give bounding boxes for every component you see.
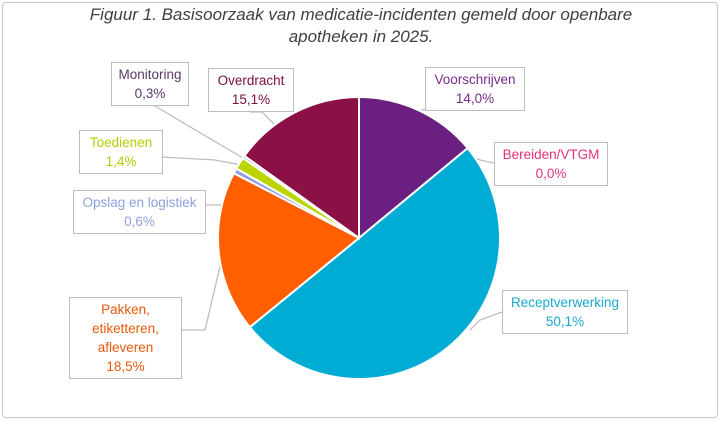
label-value: 0,3% [134, 86, 166, 101]
label-value: 1,4% [105, 154, 137, 169]
label-text: Overdracht [217, 73, 285, 88]
leader-line [161, 156, 242, 166]
label-text: Receptverwerking [510, 295, 620, 310]
leader-line [182, 257, 223, 331]
label-opslag: Opslag en logistiek 0,6% [73, 190, 206, 234]
label-pakken: Pakken, etiketteren, afleveren 18,5% [69, 297, 182, 379]
label-voorschrijven: Voorschrijven 14,0% [425, 67, 525, 111]
label-text: Pakken, etiketteren, [92, 302, 159, 336]
leader-line [469, 311, 503, 331]
chart-frame [2, 2, 718, 418]
label-text: Bereiden/VTGM [502, 147, 600, 162]
leader-line [149, 102, 244, 159]
label-bereiden: Bereiden/VTGM 0,0% [494, 142, 608, 186]
label-toedienen: Toedienen 1,4% [79, 130, 163, 174]
chart-title-line2: apotheken in 2025. [288, 27, 434, 46]
pie-slice-pakken [217, 171, 361, 329]
label-text: Monitoring [118, 67, 182, 82]
label-value: 50,1% [545, 314, 585, 329]
chart-title: Figuur 1. Basisoorzaak van medicatie-inc… [0, 4, 722, 48]
label-text: Voorschrijven [434, 72, 516, 87]
label-text: Opslag en logistiek [82, 195, 197, 210]
label-receptverwerking: Receptverwerking 50,1% [502, 290, 628, 334]
label-value: 0,6% [124, 214, 155, 229]
leader-line [250, 111, 276, 126]
pie-slice-receptverwerking [248, 146, 502, 381]
label-text: Toedienen [89, 135, 153, 150]
label-monitoring: Monitoring 0,3% [111, 62, 189, 106]
chart-title-line1: Figuur 1. Basisoorzaak van medicatie-inc… [89, 5, 633, 24]
label-overdracht: Overdracht 15,1% [208, 68, 294, 112]
label-value: 15,1% [231, 92, 271, 107]
label-value: 14,0% [455, 91, 495, 106]
label-value: 0,0% [535, 166, 567, 181]
label-value: 18,5% [106, 359, 145, 374]
label-text-2: afleveren [97, 340, 154, 355]
pie-slice-overdracht [243, 95, 360, 240]
pie-slice-voorschrijven [358, 95, 470, 241]
